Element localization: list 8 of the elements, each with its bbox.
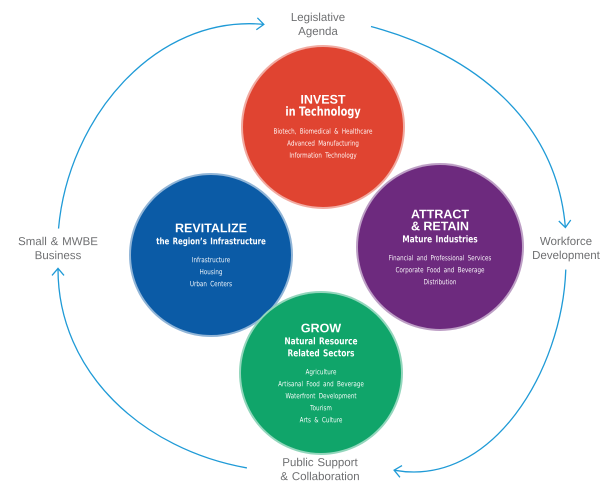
cycle-arrow bbox=[370, 26, 572, 228]
stage-label: Public Support & Collaboration bbox=[280, 458, 359, 480]
stage-label: Workforce Development bbox=[533, 236, 600, 262]
stage-label: Small & MWBE Business bbox=[18, 236, 98, 260]
cycle-arrow bbox=[52, 267, 248, 469]
cycle-arrow bbox=[58, 17, 265, 229]
stage-label: Legislative Agenda bbox=[292, 12, 345, 38]
cycle-arrow bbox=[393, 269, 566, 478]
